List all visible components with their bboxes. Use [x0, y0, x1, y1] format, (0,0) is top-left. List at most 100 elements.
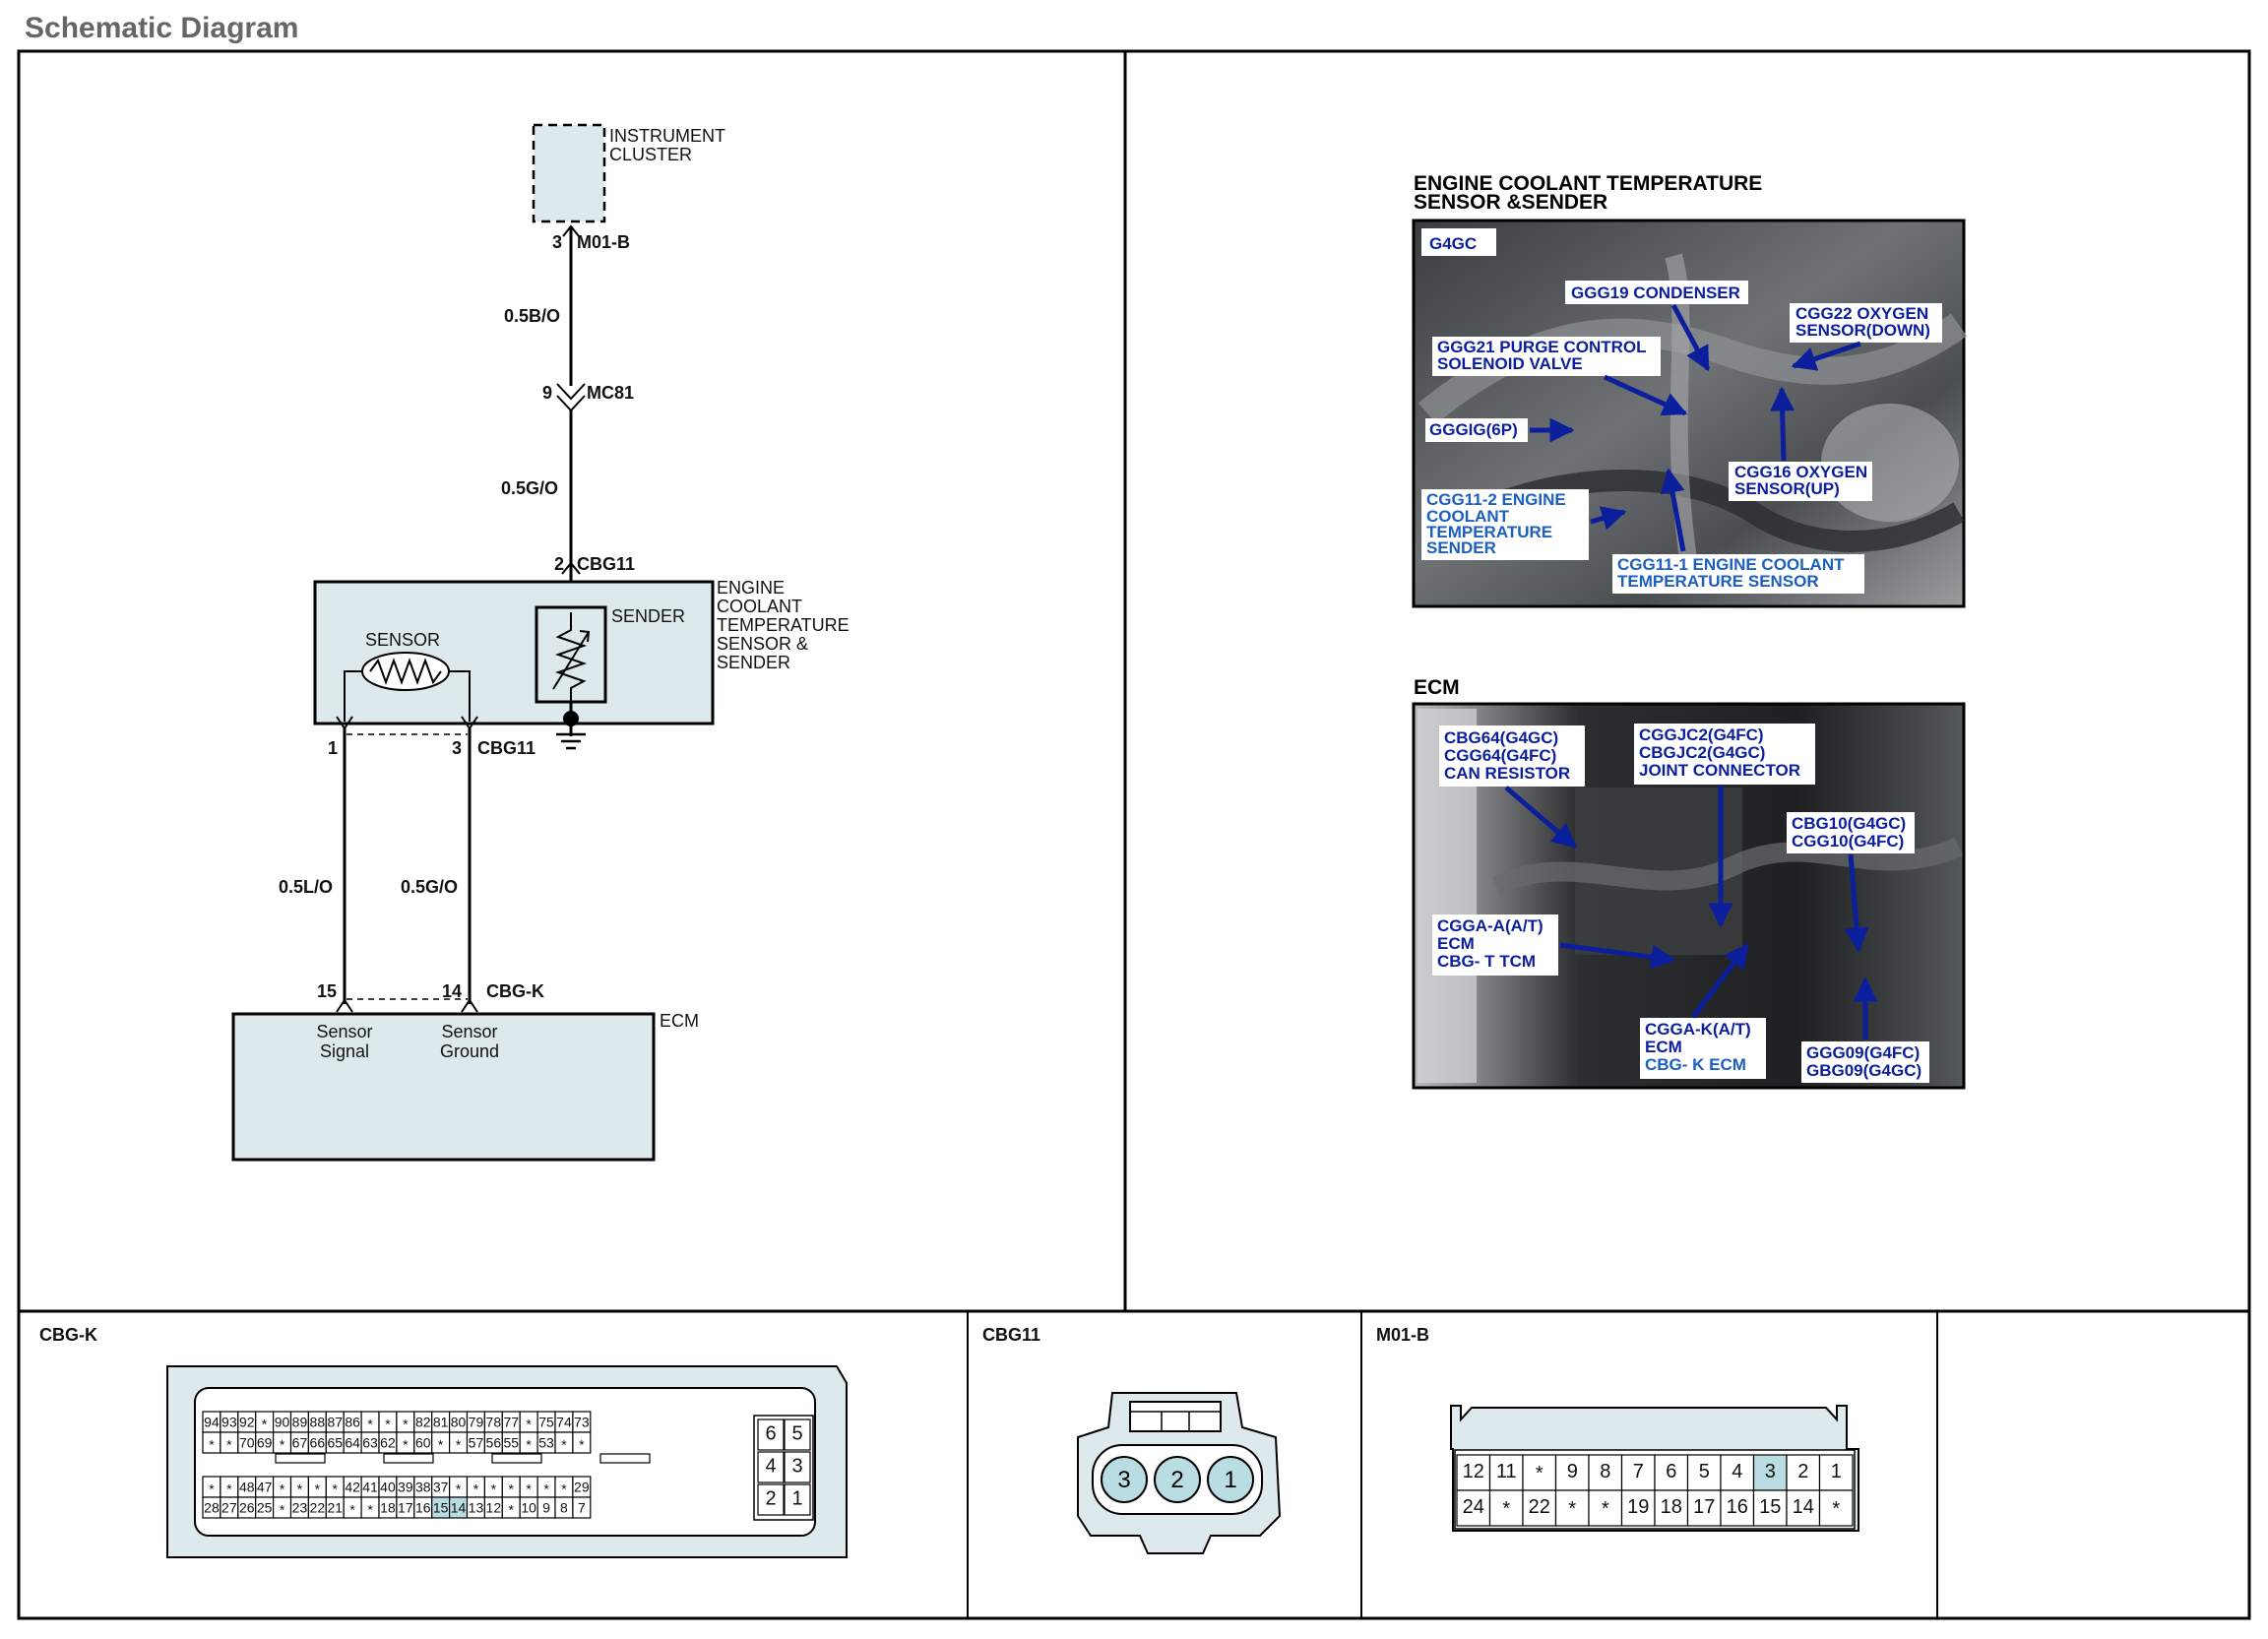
cbgk-pin: 41 [362, 1480, 378, 1495]
cbgk-pin: * [561, 1437, 567, 1453]
m01b-pin-cell [1620, 1454, 1656, 1491]
cbgk-pin: 86 [345, 1415, 360, 1430]
callout-ggga-bg [1432, 914, 1558, 976]
cbgk-pin: 56 [486, 1435, 502, 1451]
callout-oxy-up-1: CGG16 OXYGEN [1734, 463, 1867, 481]
outer-frame [17, 49, 2251, 1620]
sensor-zigzag [369, 658, 442, 685]
cbgk-pin: 47 [257, 1480, 273, 1495]
sender-variable-arrow [552, 631, 590, 690]
callout-jc-1: CGGJC2(G4FC) [1639, 725, 1764, 744]
cbgk-pin: 16 [415, 1500, 431, 1516]
cbgk-pin: * [438, 1437, 444, 1453]
callout-purge-1: GGG21 PURGE CONTROL [1437, 338, 1647, 356]
arrow-gggak [1691, 943, 1749, 1019]
m01b-pin: 12 [1463, 1461, 1484, 1482]
m01b-pin-cell [1522, 1489, 1557, 1527]
ecm-ground-label-1: Sensor [441, 1022, 497, 1041]
callout-ggga-2: ECM [1437, 934, 1475, 953]
cbgk-pin: 77 [503, 1415, 519, 1430]
cbgk-pin: * [367, 1417, 373, 1432]
arrow-can [1504, 786, 1577, 849]
callout-gggak-1: CGGA-K(A/T) [1645, 1020, 1751, 1039]
wire-label-left: 0.5L/O [279, 877, 333, 897]
ect-module-label-2: COOLANT [717, 597, 802, 616]
m01b-pin: 9 [1567, 1461, 1578, 1482]
cbgk-pin: * [403, 1417, 409, 1432]
cbgk-pin: * [349, 1502, 355, 1518]
cbg11-pin-circle [1154, 1456, 1201, 1503]
cbgk-pin: * [226, 1437, 232, 1453]
ect-sensor-module [313, 580, 715, 725]
instrument-cluster-box [532, 123, 606, 223]
callout-sender-3: TEMPERATURE [1426, 523, 1552, 541]
instrument-cluster-label: INSTRUMENT [609, 126, 725, 146]
callout-ggg09-bg [1801, 1041, 1929, 1083]
cbg11-pin-circle [1207, 1456, 1254, 1503]
cbgk-pin: 8 [560, 1500, 568, 1516]
cbgk-pin: 87 [327, 1415, 343, 1430]
callout-sender-2: COOLANT [1426, 507, 1510, 526]
ecm-photo-title: ECM [1414, 676, 1460, 699]
cbgk-pin: * [367, 1502, 373, 1518]
callout-cbg10-2: CGG10(G4FC) [1792, 832, 1904, 851]
ground-icon [556, 732, 586, 750]
arrow-ect [1660, 468, 1686, 552]
ect-module-label-3: TEMPERATURE [717, 615, 850, 635]
m01b-pin: 24 [1463, 1496, 1484, 1518]
cbgk-pin: 7 [578, 1500, 586, 1516]
cbgk-side-pin: 1 [791, 1488, 802, 1510]
joint-mc81-mark [556, 383, 586, 412]
m01b-pin: 15 [1759, 1496, 1781, 1518]
m01b-pin-cell [1818, 1489, 1854, 1527]
cbgk-pin: 28 [204, 1500, 220, 1516]
callout-oxy-down-1: CGG22 OXYGEN [1796, 304, 1928, 323]
m01b-pin: 2 [1797, 1461, 1808, 1482]
cbgk-pin: 13 [469, 1500, 484, 1516]
cbgk-pin: 22 [310, 1500, 326, 1516]
arrow-cbg10 [1844, 853, 1869, 953]
cbgk-pin: * [473, 1481, 479, 1497]
cbgk-pin15-number: 15 [317, 981, 337, 1001]
cbgk-pin: 90 [275, 1415, 290, 1430]
m01b-pin: * [1502, 1498, 1510, 1520]
joint-pin-number: 9 [542, 383, 552, 403]
m01b-pin: 18 [1661, 1496, 1682, 1518]
m01b-pin: * [1602, 1498, 1609, 1520]
callout-gggak-3: CBG- K ECM [1645, 1055, 1746, 1074]
callout-sender-4: SENDER [1426, 538, 1496, 557]
cbgk-pin14-mark [461, 998, 478, 1013]
cbgk-side-pin-cell [757, 1418, 785, 1451]
cbg11-bottom-connector-label: CBG11 [477, 738, 536, 758]
cbgk-pin: * [491, 1481, 497, 1497]
m01b-pin-cell [1554, 1454, 1590, 1491]
callout-purge-2: SOLENOID VALVE [1437, 354, 1583, 373]
callout-oxy-down-2: SENSOR(DOWN) [1796, 321, 1930, 340]
cbgk-pin14-number: 14 [442, 981, 462, 1001]
m01b-pin: 8 [1600, 1461, 1610, 1482]
cbgk-pin: 63 [362, 1435, 378, 1451]
cbgk-pin: * [579, 1437, 585, 1453]
callout-oxy-up-bg [1729, 462, 1872, 501]
m01b-pin-cell [1818, 1454, 1854, 1491]
cbgk-pin: 9 [542, 1500, 550, 1516]
cbgk-key-tab [599, 1453, 651, 1464]
cbgk-pin: * [509, 1502, 515, 1518]
cbgk-side-pin: 4 [765, 1456, 776, 1478]
callout-gggak-2: ECM [1645, 1038, 1682, 1056]
cbgk-pin: * [280, 1437, 285, 1453]
cbgk-pin: 53 [538, 1435, 554, 1451]
joint-connector-label: MC81 [587, 383, 634, 403]
cbgk-pin: 48 [239, 1480, 255, 1495]
callout-ggg09-2: GBG09(G4GC) [1806, 1061, 1922, 1080]
callout-purge-bg [1432, 337, 1661, 376]
callout-gggig-bg [1425, 418, 1528, 442]
callout-gggig: GGGIG(6P) [1429, 420, 1518, 439]
m01b-connector-label: M01-B [577, 232, 630, 252]
cbgk-pin: 37 [433, 1480, 449, 1495]
callout-ect-bg [1612, 554, 1864, 594]
callout-gggak-bg [1640, 1018, 1766, 1079]
cbgk-pin: * [509, 1481, 515, 1497]
